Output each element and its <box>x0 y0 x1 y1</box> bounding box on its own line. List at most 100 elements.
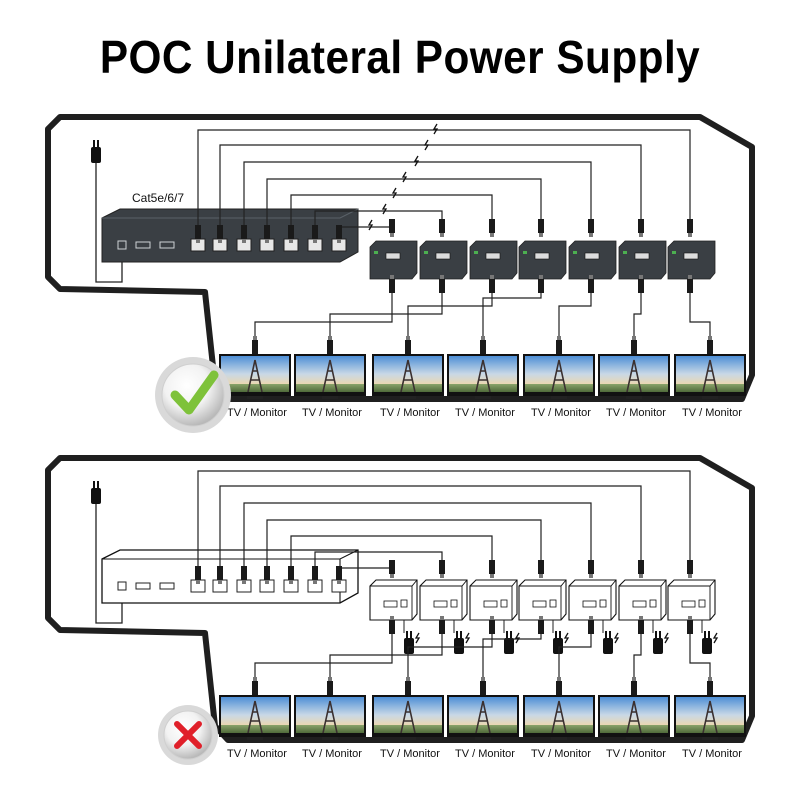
cat-cable <box>197 470 691 566</box>
status-led <box>374 251 378 254</box>
hdmi-port <box>532 600 547 608</box>
cable-plug <box>288 566 294 584</box>
hdmi-cable <box>329 293 443 342</box>
power-adapter-icon <box>653 631 663 654</box>
lightning-icon <box>464 632 471 644</box>
power-adapter-icon <box>454 631 464 654</box>
cable-plug <box>588 275 594 293</box>
check-mark-icon <box>170 370 219 415</box>
eiffel-tower-icon <box>702 700 718 734</box>
power-adapter-icon <box>91 140 101 163</box>
cable-plug <box>538 275 544 293</box>
cable-plug <box>336 225 342 243</box>
cable-plug <box>389 275 395 293</box>
hdmi-cable <box>254 293 393 342</box>
tv-label: TV / Monitor <box>380 748 440 760</box>
tv-monitor: TV / Monitor <box>598 695 670 760</box>
hdmi-cable <box>482 293 542 342</box>
cable-plug <box>327 677 333 695</box>
hdmi-cable <box>689 293 711 342</box>
eiffel-tower-icon <box>247 359 263 393</box>
hdmi-cable <box>633 634 642 683</box>
hdmi-cable <box>633 293 642 342</box>
tv-monitor: TV / Monitor <box>294 354 366 419</box>
hdmi-port <box>632 600 647 608</box>
lightning-icon <box>432 123 439 135</box>
tv-label: TV / Monitor <box>606 748 666 760</box>
lightning-icon <box>401 171 408 183</box>
cable-plug <box>556 336 562 354</box>
hdmi-port <box>135 582 151 590</box>
hdmi-port <box>159 582 175 590</box>
cable-plug <box>241 566 247 584</box>
cable-plug <box>312 225 318 243</box>
hdmi-port <box>485 252 501 260</box>
cable-plug <box>389 219 395 237</box>
cable-plug <box>480 336 486 354</box>
tv-label: TV / Monitor <box>227 407 287 419</box>
cat-cable <box>219 144 642 225</box>
cat-cable <box>314 551 443 566</box>
tv-label: TV / Monitor <box>682 748 742 760</box>
tv-label: TV / Monitor <box>227 748 287 760</box>
tv-monitor: TV / Monitor <box>674 354 746 419</box>
eiffel-tower-icon <box>322 359 338 393</box>
lightning-icon <box>514 632 521 644</box>
power-cable <box>95 163 123 283</box>
power-adapter-icon <box>404 631 414 654</box>
eiffel-tower-icon <box>475 359 491 393</box>
hdmi-port <box>483 600 498 608</box>
panel-incorrect: TV / Monitor TV / Monitor TV / Monitor TV /… <box>45 455 755 765</box>
cable-plug <box>327 336 333 354</box>
hdmi-port <box>634 252 650 260</box>
hdmi-cable <box>482 634 542 683</box>
hdmi-port <box>435 252 451 260</box>
tv-label: TV / Monitor <box>455 407 515 419</box>
cat-cable <box>197 129 691 225</box>
cable-plug <box>538 616 544 634</box>
hdmi-port <box>584 252 600 260</box>
hdmi-cable <box>558 293 592 342</box>
lightning-icon <box>712 632 719 644</box>
dc-port <box>117 240 127 250</box>
cable-plug <box>217 566 223 584</box>
hdmi-port <box>582 600 597 608</box>
lightning-icon <box>663 632 670 644</box>
poc-receiver <box>518 240 567 280</box>
cable-plug <box>439 219 445 237</box>
poc-receiver <box>469 240 518 280</box>
dc-port <box>649 599 657 608</box>
lightning-icon <box>563 632 570 644</box>
power-adapter-icon <box>553 631 563 654</box>
dc-port <box>400 599 408 608</box>
eiffel-tower-icon <box>322 700 338 734</box>
tv-label: TV / Monitor <box>302 407 362 419</box>
poc-receiver <box>419 240 468 280</box>
cable-plug <box>264 566 270 584</box>
status-badge <box>155 357 231 433</box>
lightning-icon <box>381 203 388 215</box>
status-led <box>573 251 577 254</box>
hdmi-port <box>159 241 175 249</box>
cable-plug <box>638 275 644 293</box>
poc-receiver <box>518 579 567 621</box>
status-led <box>424 251 428 254</box>
lightning-icon <box>423 139 430 151</box>
cat-cable <box>314 210 443 225</box>
hdmi-port <box>683 252 699 260</box>
tv-monitor: TV / Monitor <box>674 695 746 760</box>
tv-monitor: TV / Monitor <box>447 695 519 760</box>
cat-cable <box>290 535 493 566</box>
lightning-icon <box>414 632 421 644</box>
eiffel-tower-icon <box>475 700 491 734</box>
cable-plug <box>687 219 693 237</box>
cable-plug <box>707 336 713 354</box>
lightning-icon <box>613 632 620 644</box>
poc-receiver <box>667 240 716 280</box>
cable-label: Cat5e/6/7 <box>132 191 184 205</box>
cable-plug <box>252 336 258 354</box>
status-led <box>523 251 527 254</box>
status-led <box>623 251 627 254</box>
cable-plug <box>405 677 411 695</box>
cable-plug <box>336 566 342 584</box>
